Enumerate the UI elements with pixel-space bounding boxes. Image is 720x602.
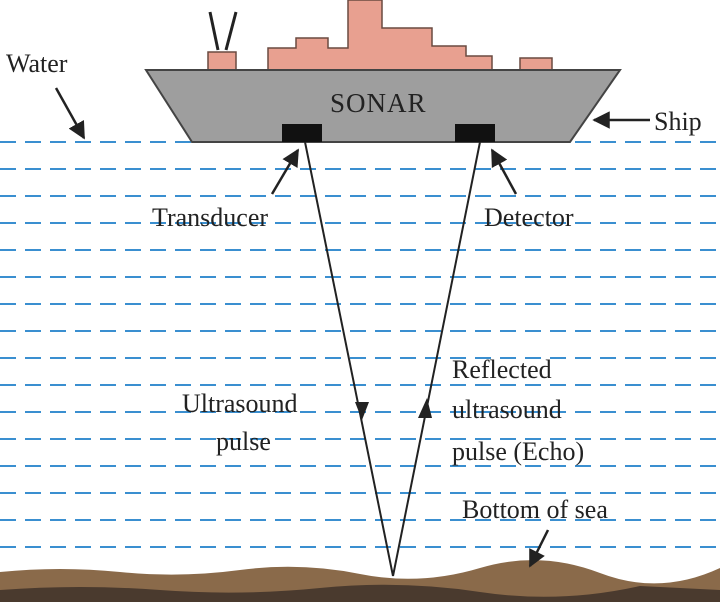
water-lines [0,141,720,548]
detector-device [455,124,495,142]
ship-label: Ship [654,107,702,136]
ship-hull [144,69,622,143]
ultrasound-pulse-line [304,141,394,577]
water-pointer-arrow [54,87,86,140]
bottom-of-sea-label: Bottom of sea [462,495,608,524]
seabed-pointer-arrow [528,529,550,568]
detector-pointer-arrow [490,148,518,195]
pointer-arrows [54,87,650,568]
reflected-pulse-label: Reflected [452,355,552,384]
water-label: Water [6,49,68,78]
antenna [208,11,220,51]
seabed [0,560,720,602]
pulse-lines [304,141,481,577]
ship-superstructure [207,0,553,71]
transducer-device [282,124,322,142]
down-arrow-icon [355,402,369,420]
antenna [224,11,238,51]
reflected-pulse-label: pulse (Echo) [452,437,584,466]
detector-label: Detector [484,203,574,232]
ultrasound-pulse-label: Ultrasound [182,389,298,418]
ultrasound-pulse-label: pulse [216,427,271,456]
transducer-label: Transducer [152,203,268,232]
transducer-pointer-arrow [270,148,300,195]
echo-pulse-line [392,141,481,577]
sonar-label: SONAR [330,88,427,118]
up-arrow-icon [418,398,432,418]
reflected-pulse-label: ultrasound [452,395,562,424]
ship [144,0,622,143]
